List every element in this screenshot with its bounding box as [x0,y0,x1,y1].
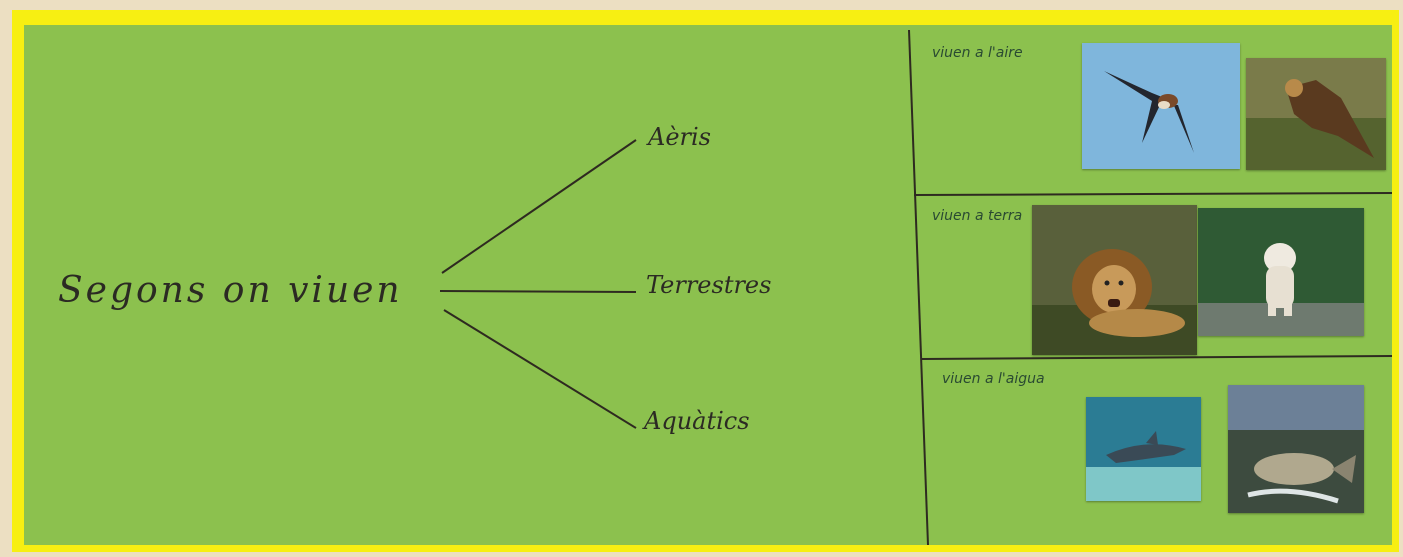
section-label-water: viuen a l'aigua [942,371,1045,387]
branch-line-aeris [441,139,637,274]
branch-label-aquatics: Aquàtics [644,407,750,435]
eagle-photo [1246,58,1386,170]
panel-divider-2 [921,355,1392,360]
branch-label-terrestres: Terrestres [646,271,772,299]
branch-line-aquatics [443,309,637,429]
fish-photo [1228,385,1364,513]
panel-vertical-divider [908,29,929,545]
green-board: Segons on viuen Aèris Terrestres Aquàtic… [24,25,1392,545]
panel-divider-1 [913,192,1392,196]
diagram-title: Segons on viuen [58,270,403,311]
lion-photo [1032,205,1197,355]
branch-label-aeris: Aèris [648,123,711,151]
dolphin-photo [1086,397,1201,501]
white-tiger-photo [1198,208,1364,336]
section-label-land: viuen a terra [932,208,1023,224]
branch-line-terrestres [439,290,637,293]
section-label-air: viuen a l'aire [932,45,1023,61]
swallow-photo [1082,43,1240,169]
connector-lines [439,29,1392,545]
